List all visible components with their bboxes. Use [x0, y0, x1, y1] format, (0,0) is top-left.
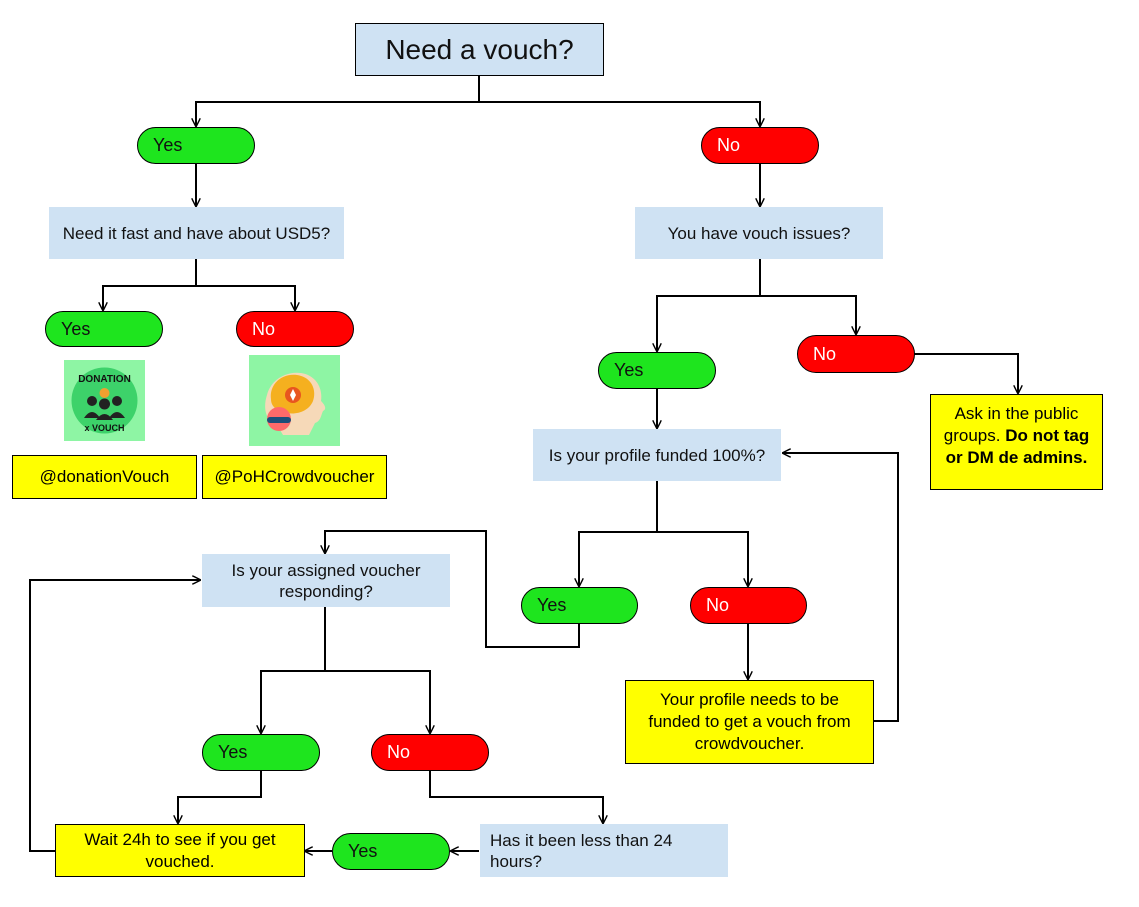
donation-vouch-handle: @donationVouch [12, 455, 197, 499]
no-pill: No [371, 734, 489, 771]
connector-wait-loop [29, 580, 200, 852]
connector-funded-branches [579, 481, 658, 586]
connector-fast-branches [103, 259, 197, 310]
yes-pill: Yes [137, 127, 255, 164]
page-title: Need a vouch? [355, 23, 604, 76]
connector-issues-branches [657, 259, 761, 351]
connector-note-loop [783, 453, 899, 722]
connector-yes-wait [178, 769, 262, 823]
connector-voucher-no [325, 670, 430, 733]
public-groups-note: Ask in the public groups. Do not tag or … [930, 394, 1103, 490]
public-note-bold-text: Do not tag or DM de admins. [945, 426, 1090, 467]
question-voucher-responding: Is your assigned voucher responding? [202, 554, 450, 607]
connector-issues-no [760, 295, 856, 334]
connector-title-no [479, 101, 760, 126]
connector-fast-no [196, 285, 295, 310]
question-less-than-24h: Has it been less than 24 hours? [480, 824, 728, 877]
public-note-text: Ask in the public groups. [943, 404, 1079, 445]
donation-vouch-logo: DONATION x VOUCH [64, 360, 145, 441]
connector-title-branches [196, 75, 480, 126]
yes-pill: Yes [45, 311, 163, 347]
connector-funded-no [657, 531, 748, 586]
crowdvoucher-logo [249, 355, 340, 446]
logo-text-top: DONATION [78, 374, 131, 385]
yes-pill: Yes [521, 587, 638, 624]
connector-fundedyes-voucher [325, 530, 580, 648]
connector-voucher-branches [261, 607, 326, 733]
no-pill: No [236, 311, 354, 347]
no-pill: No [701, 127, 819, 164]
question-need-fast: Need it fast and have about USD5? [49, 207, 344, 259]
yes-pill: Yes [202, 734, 320, 771]
no-pill: No [797, 335, 915, 373]
connector-no-public [914, 353, 1018, 393]
question-profile-funded: Is your profile funded 100%? [533, 429, 781, 481]
funding-required-note: Your profile needs to be funded to get a… [625, 680, 874, 764]
crowdvoucher-handle: @PoHCrowdvoucher [202, 455, 387, 499]
no-pill: No [690, 587, 807, 624]
yes-pill: Yes [332, 833, 450, 870]
logo-text-bottom: x VOUCH [84, 423, 124, 433]
wait-24h-note: Wait 24h to see if you get vouched. [55, 824, 305, 877]
connector-no-time [429, 769, 603, 823]
question-vouch-issues: You have vouch issues? [635, 207, 883, 259]
yes-pill: Yes [598, 352, 716, 389]
